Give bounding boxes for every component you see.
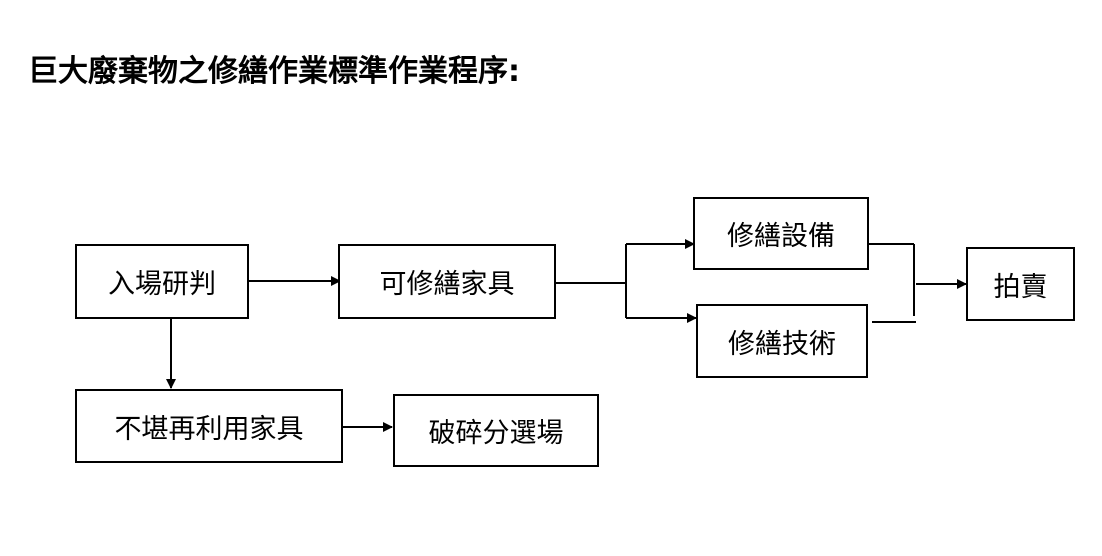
page-title: 巨大廢棄物之修繕作業標準作業程序: — [28, 54, 520, 89]
node-repairable: 可修繕家具 — [338, 244, 556, 319]
node-repair-equipment: 修繕設備 — [693, 197, 869, 270]
node-repair-technique: 修繕技術 — [696, 304, 868, 378]
node-intake: 入場研判 — [75, 244, 249, 319]
node-auction: 拍賣 — [966, 247, 1075, 321]
node-unusable: 不堪再利用家具 — [75, 389, 343, 463]
node-crushing: 破碎分選場 — [393, 394, 599, 467]
